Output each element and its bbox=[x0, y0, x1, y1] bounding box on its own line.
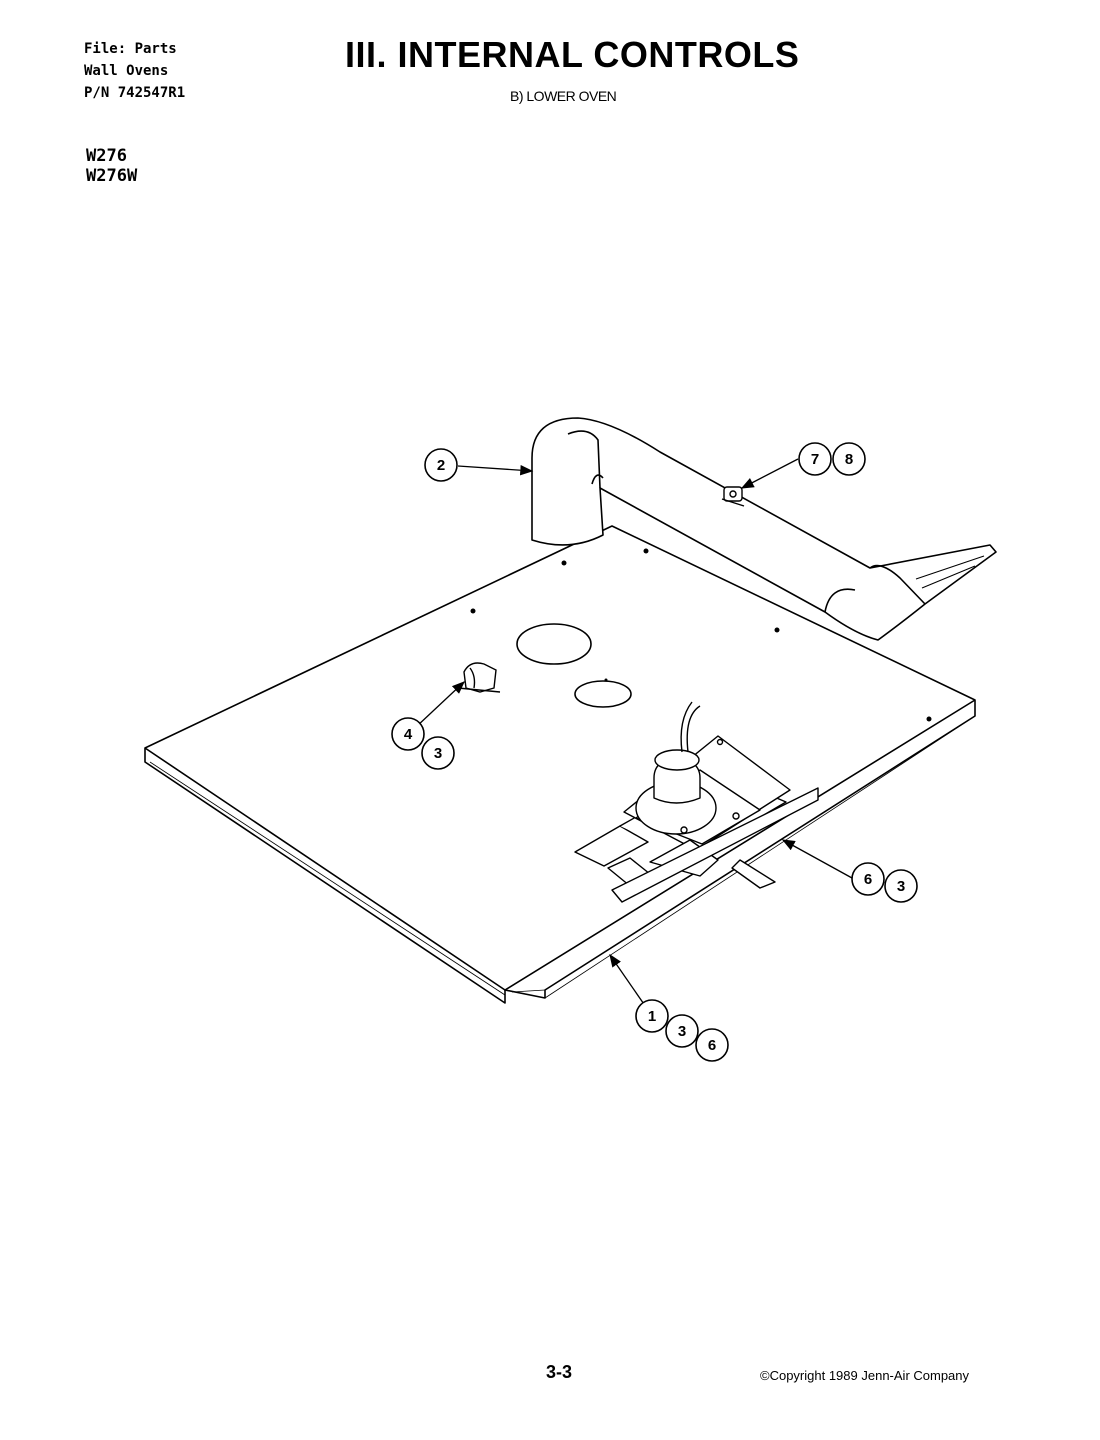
callout-2: 2 bbox=[424, 448, 458, 482]
sensor-clip bbox=[721, 486, 745, 507]
callout-number: 3 bbox=[678, 1023, 686, 1040]
callout-number: 6 bbox=[864, 871, 872, 888]
page-subtitle: B) LOWER OVEN bbox=[510, 88, 617, 104]
screw-holes bbox=[470, 548, 932, 722]
file-line: File: Parts bbox=[84, 41, 177, 57]
leader-lines bbox=[415, 458, 853, 1011]
callout-number: 8 bbox=[845, 451, 853, 468]
callout-number: 2 bbox=[437, 457, 445, 474]
panel-opening-large bbox=[516, 623, 592, 665]
small-switch-component bbox=[457, 662, 501, 693]
model-number: W276 bbox=[86, 146, 127, 166]
callout-number: 1 bbox=[648, 1008, 656, 1025]
model-list: W276 W276W bbox=[86, 146, 137, 186]
callout-1-3-6: 1 3 6 bbox=[635, 999, 729, 1062]
file-info-block: File: Parts Wall Ovens P/N 742547R1 bbox=[84, 38, 185, 104]
callout-number: 6 bbox=[708, 1037, 716, 1054]
oven-bottom-panel bbox=[144, 525, 976, 1004]
vent-duct bbox=[531, 417, 997, 641]
callout-number: 4 bbox=[404, 726, 413, 743]
part-number-line: P/N 742547R1 bbox=[84, 85, 186, 101]
model-number: W276W bbox=[86, 166, 138, 186]
page-title: III. INTERNAL CONTROLS bbox=[345, 34, 800, 75]
page-number: 3-3 bbox=[546, 1362, 573, 1382]
copyright-notice: ©Copyright 1989 Jenn-Air Company bbox=[760, 1368, 970, 1383]
callout-number: 7 bbox=[811, 451, 819, 468]
callout-6-3: 6 3 bbox=[851, 862, 918, 903]
callout-4-3: 4 3 bbox=[391, 717, 455, 770]
panel-opening-small bbox=[574, 680, 632, 708]
callout-7-8: 7 8 bbox=[798, 442, 866, 476]
callout-number: 3 bbox=[897, 878, 905, 895]
category-line: Wall Ovens bbox=[84, 63, 169, 79]
control-assembly bbox=[574, 701, 819, 903]
callout-number: 3 bbox=[434, 745, 442, 762]
